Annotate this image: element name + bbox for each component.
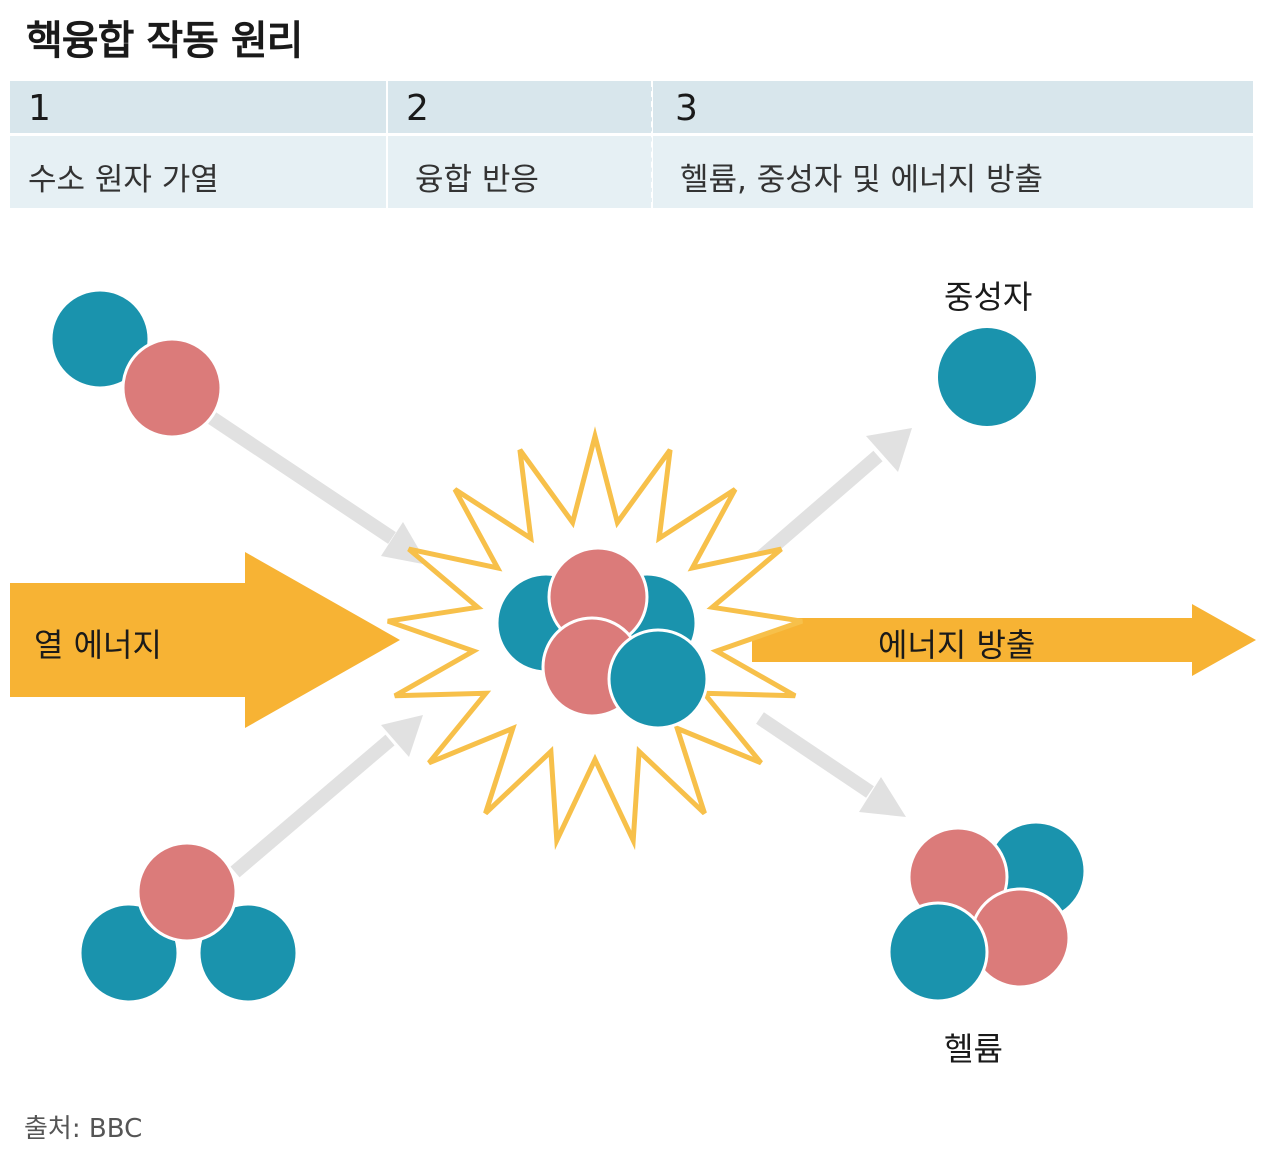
step-number: 2 [406,88,429,129]
step-table: 1 수소 원자 가열 2 융합 반응 3 헬륨, 중성자 및 에너지 방출 [10,81,1253,208]
incoming-arrow-bottom [230,715,423,878]
step-label: 헬륨, 중성자 및 에너지 방출 [680,162,1043,198]
energy-release-arrow [752,604,1256,676]
neutron-label: 중성자 [944,278,1033,316]
neutron-particle [49,288,151,390]
heat-energy-label: 열 에너지 [34,626,162,664]
step-number: 1 [28,88,51,129]
source-credit: 출처: BBC [24,1114,143,1144]
step-label-cell: 헬륨, 중성자 및 에너지 방출 [653,136,1253,208]
outgoing-arrow-neutron [755,428,912,564]
step-number: 3 [675,88,698,129]
tritium-atom [78,841,299,1004]
fusion-nucleus [495,546,709,730]
step-label-cell: 수소 원자 가열 [10,136,386,208]
proton-particle [121,337,223,439]
neutron-particle [887,901,989,1003]
page-title: 핵융합 작동 원리 [26,18,303,64]
step-3: 3 헬륨, 중성자 및 에너지 방출 [651,81,1253,208]
deuterium-atom [49,288,223,439]
neutron-particle [607,628,709,730]
helium-nucleus [887,820,1087,1003]
step-label-cell: 융합 반응 [388,136,652,208]
incoming-arrow-top [208,412,428,565]
step-number-cell: 3 [653,81,1253,133]
step-1: 1 수소 원자 가열 [10,81,386,208]
step-number-cell: 2 [388,81,652,133]
heat-energy-arrow [10,552,400,728]
step-2: 2 융합 반응 [386,81,652,208]
outgoing-arrow-helium [756,712,906,817]
step-number-cell: 1 [10,81,386,133]
energy-release-label: 에너지 방출 [878,626,1036,664]
neutron-particle [197,902,299,1004]
released-neutron [938,328,1036,426]
proton-particle [136,841,238,943]
step-label: 융합 반응 [415,162,539,198]
step-label: 수소 원자 가열 [28,162,219,198]
helium-label: 헬륨 [944,1030,1003,1068]
